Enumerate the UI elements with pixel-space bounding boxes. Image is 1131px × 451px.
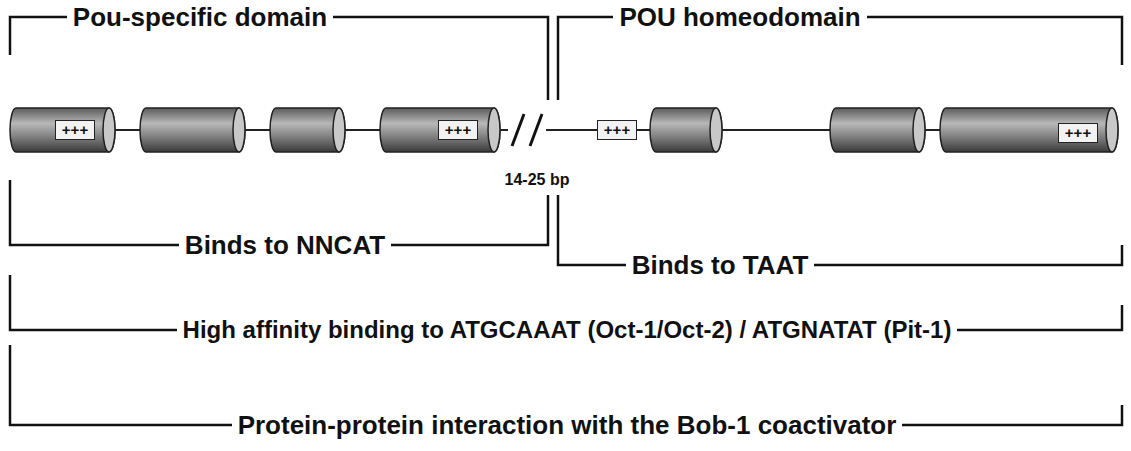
helix-cylinder <box>940 108 1118 152</box>
bracket-label: High affinity binding to ATGCAAAT (Oct-1… <box>177 316 958 344</box>
label-text: Protein-protein interaction with the Bob… <box>238 410 897 440</box>
helix-body <box>940 108 1118 152</box>
label-text: POU homeodomain <box>619 2 860 32</box>
helix-end <box>1106 108 1118 152</box>
helix-body <box>380 108 500 152</box>
helix-end <box>233 108 245 152</box>
break-mark <box>512 114 524 146</box>
bracket-label: Protein-protein interaction with the Bob… <box>232 410 903 440</box>
charge-text: +++ <box>1065 124 1091 141</box>
helix-cylinder <box>10 108 115 152</box>
helix-cylinder <box>650 108 722 152</box>
bracket-label: Pou-specific domain <box>67 2 333 32</box>
helix-end <box>913 108 925 152</box>
label-text: High affinity binding to ATGCAAAT (Oct-1… <box>183 316 952 343</box>
helix-cylinder <box>380 108 500 152</box>
label-text: Pou-specific domain <box>73 2 327 32</box>
label-text: 14-25 bp <box>505 171 570 188</box>
charge-box: +++ <box>1058 123 1098 143</box>
charge-text: +++ <box>604 121 630 138</box>
charge-box: +++ <box>597 120 637 140</box>
helix-cylinder <box>140 108 245 152</box>
helix-body <box>270 108 345 152</box>
label-text: Binds to NNCAT <box>185 230 385 260</box>
charge-text: +++ <box>445 121 471 138</box>
bracket-label: 14-25 bp <box>499 171 576 189</box>
helix-body <box>10 108 115 152</box>
helix-end <box>103 108 115 152</box>
helix-end <box>333 108 345 152</box>
helix-end <box>488 108 500 152</box>
helix-cylinder <box>830 108 925 152</box>
label-text: Binds to TAAT <box>632 250 809 280</box>
helix-end <box>710 108 722 152</box>
charge-box: +++ <box>438 120 478 140</box>
charge-text: +++ <box>62 121 88 138</box>
helix-body <box>650 108 722 152</box>
bracket-label: Binds to TAAT <box>626 250 815 280</box>
charge-box: +++ <box>55 120 95 140</box>
bracket-label: POU homeodomain <box>613 2 866 32</box>
bracket-label: Binds to NNCAT <box>179 230 391 260</box>
helix-body <box>140 108 245 152</box>
helix-cylinder <box>270 108 345 152</box>
break-mark <box>530 114 542 146</box>
helix-body <box>830 108 925 152</box>
